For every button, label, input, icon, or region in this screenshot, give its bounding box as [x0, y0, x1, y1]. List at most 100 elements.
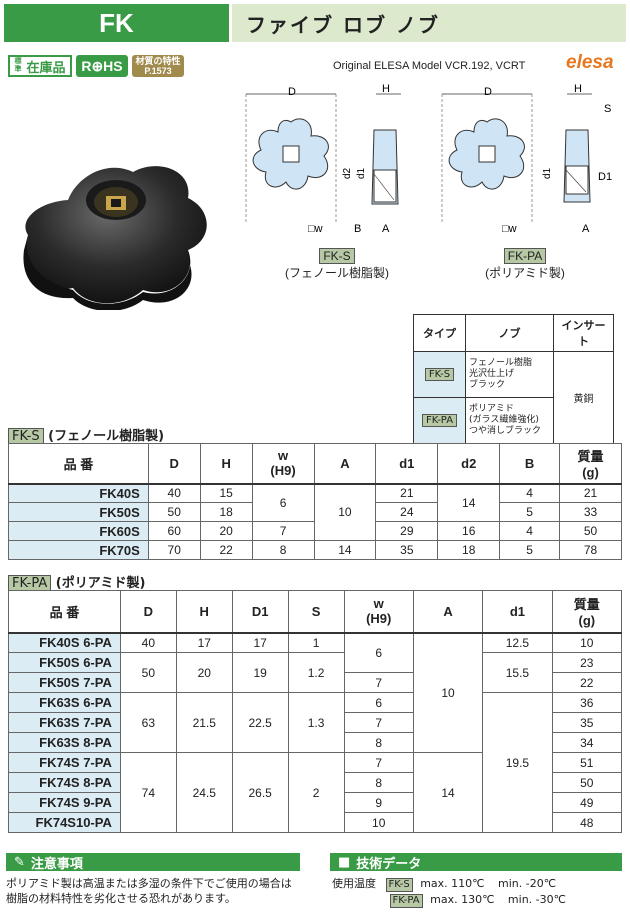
- col-S: S: [287, 590, 345, 634]
- table-cell: 21: [375, 483, 439, 503]
- table-cell: 7: [343, 752, 414, 773]
- table-cell: FK63S 6-PA: [8, 692, 121, 713]
- material-badge: 材質の特性 P.1573: [132, 55, 184, 77]
- dim-w-label: □w: [308, 223, 323, 235]
- dim-H-label: H: [574, 83, 582, 95]
- table-cell: 10: [412, 632, 484, 753]
- fk-pa-spec-table: 品 番 D H D1 S w(H9) A d1 質量(g) FK40S 6-PA…: [8, 590, 623, 833]
- dim-H-label: H: [382, 83, 390, 95]
- table-cell: 20: [175, 652, 233, 693]
- type-cell: FK-S: [413, 351, 466, 398]
- dim-D-label: D: [484, 86, 492, 98]
- table-cell: 19.5: [482, 692, 553, 833]
- table-cell: 48: [551, 812, 623, 833]
- table-cell: 26.5: [231, 752, 289, 833]
- table-cell: 35: [375, 540, 439, 560]
- dim-D-label: D: [288, 86, 296, 98]
- col-D1: D1: [231, 590, 289, 634]
- col-D: D: [147, 443, 201, 485]
- dim-w-label: □w: [502, 223, 517, 235]
- drawing-fk-pa: D H S d1 D1 □w A: [432, 83, 622, 248]
- table-cell: FK50S: [8, 502, 149, 522]
- table-row: FK50S 6-PA 50 20 19 1.2 15.5 23: [8, 652, 623, 693]
- brand-logo: elesa: [566, 52, 614, 73]
- table-cell: 9: [343, 792, 414, 813]
- table-cell: 20: [199, 521, 253, 541]
- table-cell: 10: [551, 632, 623, 653]
- table-cell: 34: [551, 732, 623, 753]
- dim-d1-label: d1: [542, 167, 553, 179]
- table-cell: 10: [343, 812, 414, 833]
- table-row: FK-S フェノール樹脂 光沢仕上げ ブラック 黄銅: [413, 351, 614, 444]
- table-row: FK40S 40 15 6 10 21 14 4 21: [8, 483, 622, 541]
- table-cell: 6: [343, 692, 414, 713]
- col-d1: d1: [482, 590, 553, 634]
- dim-A-label: A: [582, 223, 590, 235]
- table-cell: 1: [287, 632, 345, 653]
- table-cell: FK63S 8-PA: [8, 732, 121, 753]
- rohs-badge: R⊕HS: [76, 55, 128, 77]
- table-cell: 15: [199, 483, 253, 503]
- col-A: A: [412, 590, 484, 634]
- table-cell: FK50S 6-PA: [8, 652, 121, 673]
- table-cell: 1.2: [287, 652, 345, 693]
- notes-text: ポリアミド製は高温または多湿の条件下でご使用の場合は 樹脂の材料特性を劣化させる…: [6, 877, 292, 905]
- insert-header: インサート: [553, 314, 614, 352]
- table-cell: 7: [343, 672, 414, 693]
- table-cell: FK74S 7-PA: [8, 752, 121, 773]
- notes-header: ✎ 注意事項: [6, 853, 300, 872]
- table-cell: 7: [343, 712, 414, 733]
- table-row: FK74S 7-PA 74 24.5 26.5 2 7 14 51: [8, 752, 623, 833]
- table-cell: FK60S: [8, 521, 149, 541]
- table-cell: 14: [412, 752, 484, 833]
- col-A: A: [313, 443, 377, 485]
- table-cell: 50: [551, 772, 623, 793]
- col-d2: d2: [437, 443, 501, 485]
- original-model-text: Original ELESA Model VCR.192, VCRT: [333, 60, 526, 72]
- table-cell: 6: [251, 483, 315, 522]
- table-cell: 14: [313, 540, 377, 560]
- col-w: w(H9): [343, 590, 414, 634]
- product-code: FK: [4, 4, 229, 42]
- table-row: タイプ ノブ インサート: [413, 314, 614, 352]
- table-cell: 70: [147, 540, 201, 560]
- table-cell: FK40S 6-PA: [8, 632, 121, 653]
- table-cell: 50: [559, 521, 622, 541]
- col-d1: d1: [375, 443, 439, 485]
- table-cell: 4: [499, 521, 561, 541]
- table-cell: 19: [231, 652, 289, 693]
- table-cell: 2: [287, 752, 345, 833]
- table-cell: 50: [119, 652, 177, 693]
- table-cell: 21: [559, 483, 622, 503]
- tech-text: 使用温度 FK-S max. 110℃ min. -20℃ FK-PA max.…: [332, 877, 566, 908]
- table-row: FK70S 70 22 8 14 35 18 5 78: [8, 540, 622, 560]
- insert-cell: 黄銅: [553, 351, 614, 444]
- dim-D1-label: D1: [598, 171, 612, 183]
- drawing-fk-pa-caption: FK-PA (ポリアミド製): [485, 248, 565, 280]
- dim-d1-label: d1: [356, 167, 367, 179]
- table-cell: 78: [559, 540, 622, 560]
- table-cell: 49: [551, 792, 623, 813]
- dim-S-label: S: [604, 103, 611, 115]
- drawing-fk-s: D H d2 d1 □w B A: [236, 83, 406, 248]
- section-fk-pa-title: FK-PA (ポリアミド製): [8, 572, 145, 592]
- table-cell: 8: [251, 540, 315, 560]
- table-cell: 22: [199, 540, 253, 560]
- product-name: ファイブ ロブ ノブ: [232, 4, 626, 42]
- table-cell: 8: [343, 772, 414, 793]
- table-cell: 24: [375, 502, 439, 522]
- fk-s-spec-table: 品 番 D H w(H9) A d1 d2 B 質量(g) FK40S 40 1…: [8, 443, 622, 560]
- table-cell: 1.3: [287, 692, 345, 753]
- col-part-number: 品 番: [8, 443, 149, 485]
- pencil-icon: ✎: [14, 854, 25, 870]
- table-row: 品 番 D H w(H9) A d1 d2 B 質量(g): [8, 443, 622, 485]
- table-cell: FK40S: [8, 483, 149, 503]
- col-H: H: [199, 443, 253, 485]
- tech-header: ■ 技術データ: [330, 853, 622, 872]
- dim-d2-label: d2: [342, 167, 353, 179]
- table-cell: 40: [147, 483, 201, 503]
- col-mass: 質量(g): [551, 590, 623, 634]
- fk-pa-tag: FK-PA: [503, 248, 547, 264]
- table-row: FK63S 6-PA 63 21.5 22.5 1.3 6 19.5 36: [8, 692, 623, 833]
- table-cell: FK74S10-PA: [8, 812, 121, 833]
